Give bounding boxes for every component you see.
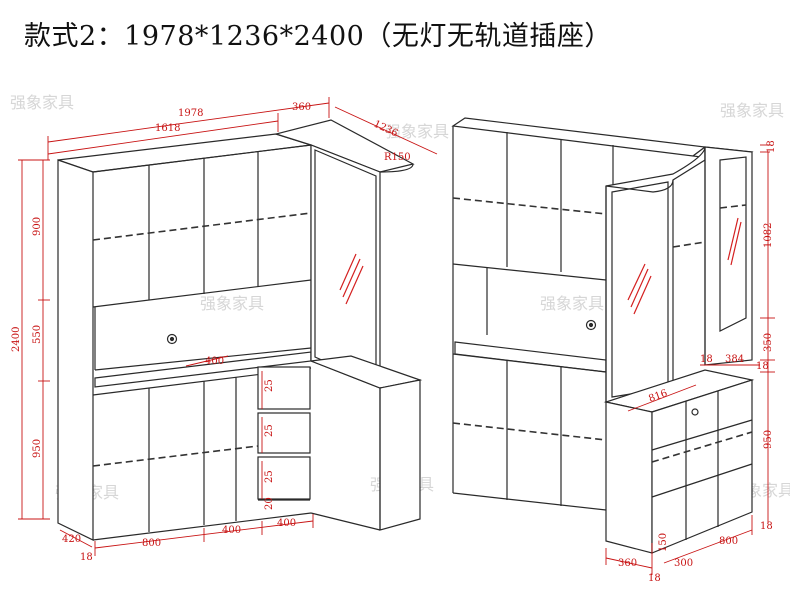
dim-h-middle-right: 350 [763,333,774,352]
right-glass-reflection [627,217,742,315]
dim-bottom-depth: 420 [62,534,81,545]
dim-radius: R150 [384,152,411,163]
dim-h-glass: 1082 [763,223,774,248]
dim-shelf-depth: 400 [205,356,224,367]
left-cabinet [57,119,423,541]
dim-h-lower-right: 950 [763,430,774,449]
dim-top-overall: 1978 [178,108,203,119]
dim-drawer-2: 25 [264,424,275,437]
dim-panel-b: 18 [756,361,769,372]
dimension-labels: 1978 360 1618 1236 R150 900 550 950 2400… [11,102,777,584]
left-shelf-lines [92,212,312,467]
dim-top-panel: 18 [766,140,777,153]
dim-h-middle: 550 [32,325,43,344]
dim-bottom-1: 800 [142,538,161,549]
right-cabinet [451,117,755,554]
dim-h-total: 2400 [11,327,22,352]
dim-bottom-300: 300 [674,558,693,569]
dim-h-lower: 950 [32,439,43,458]
dim-drawer-3: 25 [264,470,275,483]
watermark: 强象家具 [10,93,74,112]
dim-h-150: 150 [658,533,669,552]
dim-bottom-2: 400 [222,525,241,536]
dim-bottom-800: 800 [719,536,738,547]
dim-h-upper: 900 [32,217,43,236]
dim-bottom-360: 360 [618,558,637,569]
dim-drawer-1: 25 [264,379,275,392]
dim-bottom-3: 400 [277,518,296,529]
dim-width-384: 384 [725,354,744,365]
left-glass-reflection [339,253,364,305]
watermark: 强象家具 [200,294,264,313]
page-title: 款式2：1978*1236*2400（无灯无轨道插座） [24,21,612,52]
watermark: 强象家具 [720,101,784,120]
dim-top-left: 1618 [155,123,180,134]
dim-bottom-panel: 18 [80,552,93,563]
watermark: 强象家具 [540,294,604,313]
dim-top-right: 360 [292,102,311,113]
dim-panel-a: 18 [700,354,713,365]
right-shelf-lines [452,197,753,463]
dim-bottom-18: 18 [648,573,661,584]
dimension-lines [18,97,775,575]
watermark: 强象家具 [385,122,449,141]
dim-panel-c: 18 [760,521,773,532]
dim-drawer-4: 20 [264,497,275,510]
